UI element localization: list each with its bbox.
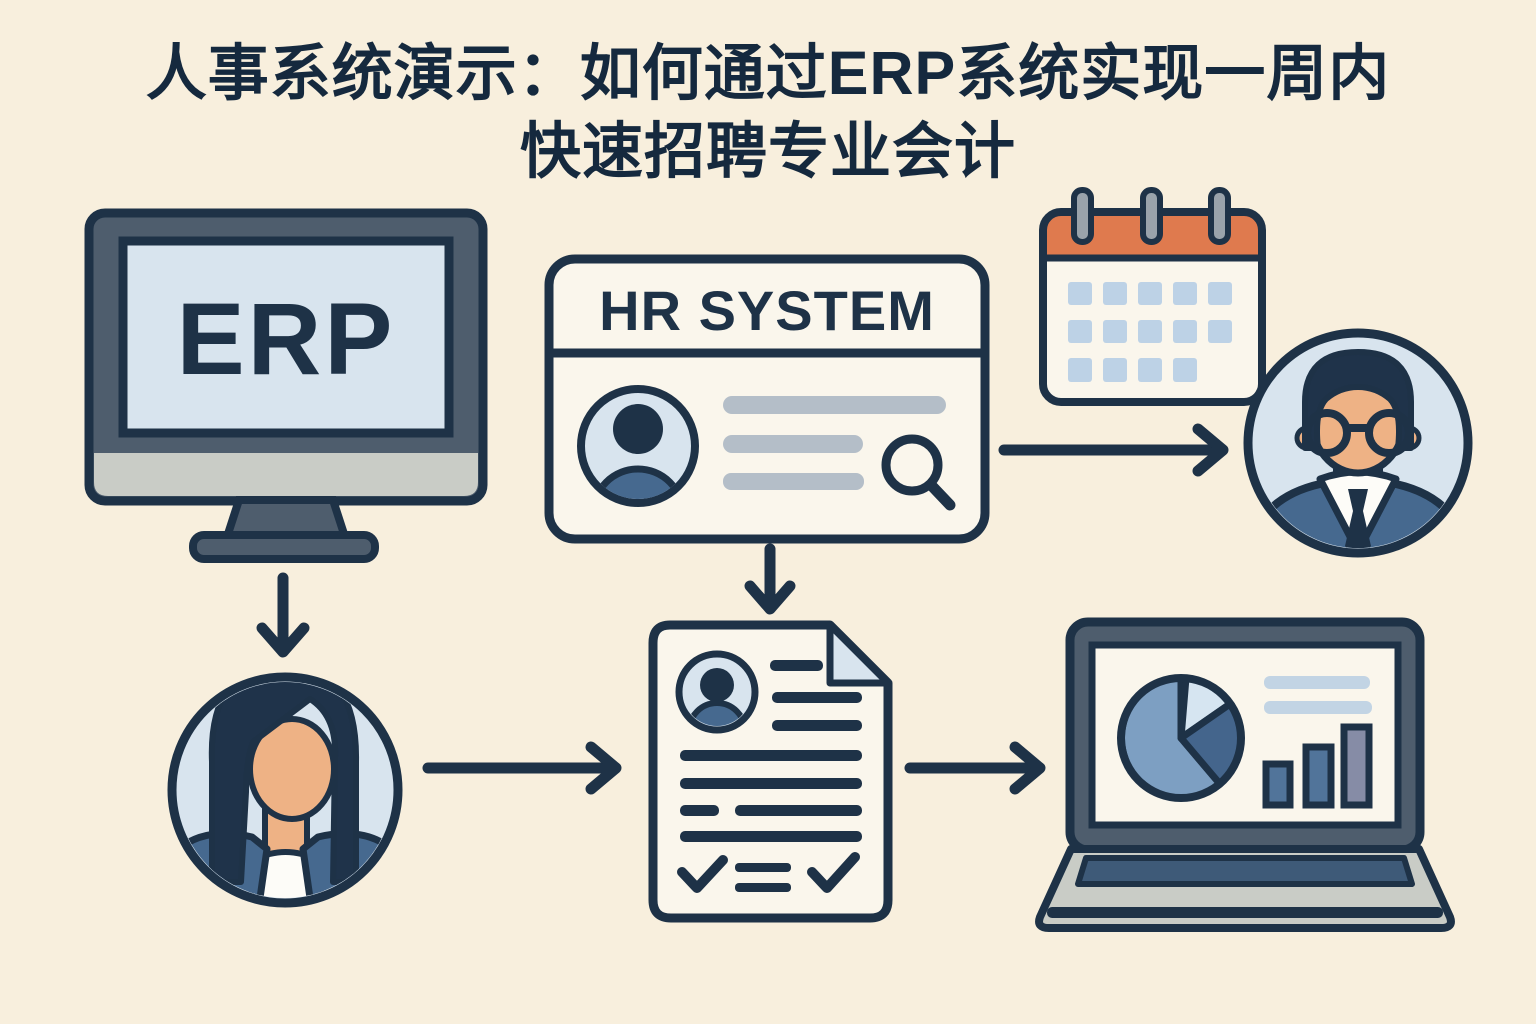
folded-corner	[826, 621, 892, 687]
hair	[1302, 349, 1414, 451]
bar	[1302, 743, 1335, 809]
calendar-day-cell	[1173, 282, 1197, 305]
hr-system-label: HR SYSTEM	[599, 279, 935, 342]
bar	[1262, 760, 1294, 809]
calendar-day-cell	[1103, 282, 1127, 305]
calendar-day-cell	[1068, 320, 1092, 343]
erp-label: ERP	[177, 282, 396, 396]
calendar-day-cell	[1138, 358, 1162, 382]
tie	[1345, 489, 1371, 548]
text-line	[1264, 676, 1370, 689]
erp-monitor-icon: ERP	[84, 208, 488, 563]
hair	[208, 682, 360, 885]
keyboard	[1075, 855, 1415, 887]
text-line	[1264, 701, 1372, 714]
text-line	[723, 473, 864, 490]
pie-chart-icon	[1117, 674, 1245, 802]
text-line	[723, 396, 946, 414]
man-avatar-icon	[1243, 328, 1473, 558]
arrow-document-to-laptop	[904, 741, 1046, 795]
text-line	[735, 883, 791, 892]
calendar-day-cell	[1208, 282, 1232, 305]
search-icon	[881, 434, 956, 511]
calendar-icon	[1039, 187, 1266, 406]
bar	[1340, 723, 1373, 809]
base-slot	[1047, 907, 1443, 918]
title-line-1: 人事系统演示：如何通过ERP系统实现一周内	[145, 39, 1391, 107]
arrow-hr-to-man	[998, 423, 1229, 477]
calendar-day-grid	[1068, 282, 1232, 382]
text-line	[735, 863, 791, 872]
text-line	[680, 750, 862, 761]
hr-system-card: HR SYSTEM	[544, 254, 990, 544]
calendar-rings	[1071, 187, 1231, 245]
calendar-day-cell	[1208, 320, 1232, 343]
checkmark-icon	[807, 852, 860, 893]
text-line	[723, 435, 863, 453]
calendar-day-cell	[1103, 320, 1127, 343]
text-line	[772, 720, 862, 731]
monitor-chin	[94, 453, 478, 496]
calendar-day-cell	[1173, 358, 1197, 382]
arrow-hr-to-document	[744, 543, 796, 615]
calendar-day-cell	[1138, 320, 1162, 343]
arrow-woman-to-document	[422, 741, 622, 795]
calendar-day-cell	[1138, 282, 1162, 305]
doc-text-lines	[680, 660, 862, 892]
text-line	[735, 805, 862, 816]
checkmark-icon	[677, 855, 728, 893]
glasses-icon	[1303, 409, 1413, 457]
profile-avatar-figure	[589, 404, 687, 499]
arrow-erp-to-woman	[256, 572, 310, 658]
bar-chart-icon	[1262, 723, 1373, 809]
woman-avatar-icon	[167, 672, 403, 908]
resume-document-icon	[648, 620, 893, 923]
text-line	[680, 831, 862, 842]
title-line-2: 快速招聘专业会计	[519, 117, 1016, 186]
monitor-stand-base	[189, 531, 379, 563]
calendar-day-cell	[1103, 358, 1127, 382]
text-line	[680, 805, 719, 816]
flow-arrows	[256, 423, 1229, 795]
calendar-day-cell	[1068, 282, 1092, 305]
laptop-analytics-icon	[1035, 617, 1455, 932]
text-line	[680, 778, 862, 789]
page-title: 人事系统演示：如何通过ERP系统实现一周内 快速招聘专业会计	[0, 34, 1536, 190]
text-line	[772, 692, 862, 703]
calendar-day-cell	[1173, 320, 1197, 343]
monitor-screen	[118, 236, 454, 438]
text-line	[770, 660, 823, 671]
calendar-day-cell	[1068, 358, 1092, 382]
